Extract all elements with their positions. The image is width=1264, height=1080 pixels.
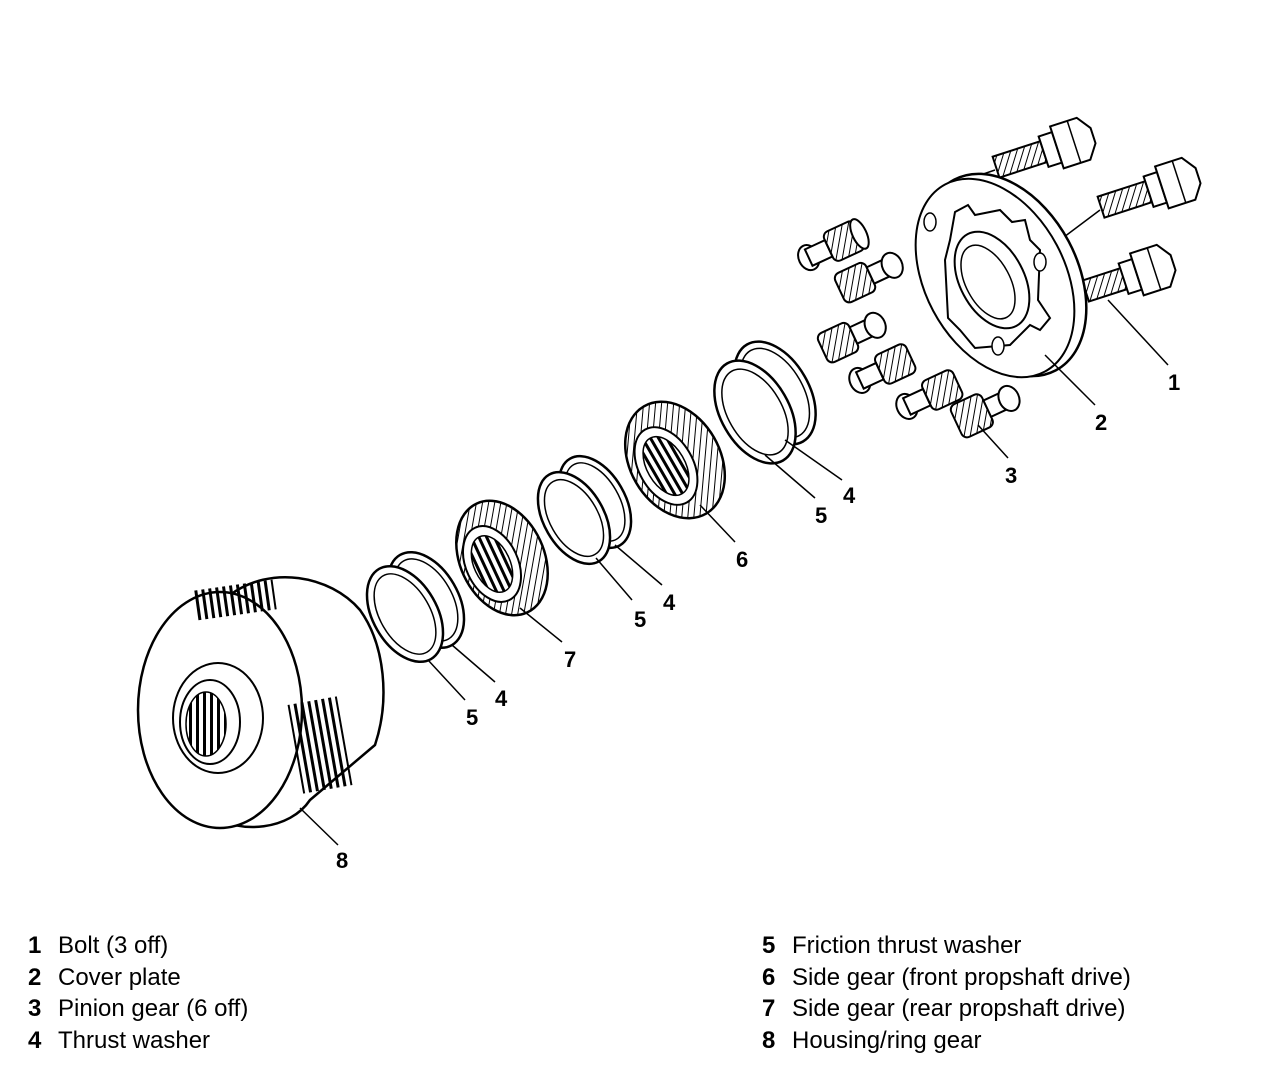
callout-6: 6 xyxy=(736,547,748,572)
legend-label: Housing/ring gear xyxy=(792,1026,982,1054)
legend-item: 6 Side gear (front propshaft drive) xyxy=(762,962,1131,994)
pinion-gear-3 xyxy=(816,311,887,364)
cover-plate xyxy=(914,172,1088,379)
legend-number: 1 xyxy=(28,932,42,959)
legend-item: 3 Pinion gear (6 off) xyxy=(28,993,248,1025)
legend-item: 1 Bolt (3 off) xyxy=(28,930,248,962)
leader-lines xyxy=(299,299,1169,846)
legend-item: 5 Friction thrust washer xyxy=(762,930,1131,962)
legend-item: 4 Thrust washer xyxy=(28,1025,248,1057)
pinion-gear-1 xyxy=(797,218,870,272)
legend-label: Thrust washer xyxy=(58,1026,211,1054)
friction-washer-middle xyxy=(536,470,612,566)
legend-label: Friction thrust washer xyxy=(792,932,1022,959)
callout-3: 3 xyxy=(1005,463,1017,488)
friction-washer-left xyxy=(365,564,445,664)
callout-4-middle: 4 xyxy=(663,590,676,615)
callout-4-right: 4 xyxy=(843,483,856,508)
friction-washer-right xyxy=(713,359,797,465)
callout-4-left: 4 xyxy=(495,686,508,711)
legend-number: 2 xyxy=(28,963,42,991)
legend-right-column: 5 Friction thrust washer 6 Side gear (fron… xyxy=(762,930,1131,1056)
legend-label: Side gear (front propshaft drive) xyxy=(792,963,1131,991)
bolt-bottom xyxy=(1080,243,1177,303)
legend-number: 5 xyxy=(762,932,776,959)
bolt-top xyxy=(991,116,1097,179)
callout-2: 2 xyxy=(1095,410,1107,435)
legend-item: 7 Side gear (rear propshaft drive) xyxy=(762,993,1131,1025)
legend-item: 2 Cover plate xyxy=(28,962,248,994)
callout-7: 7 xyxy=(564,647,576,672)
side-gear-rear xyxy=(455,499,549,617)
pinion-gear-4 xyxy=(848,343,917,394)
callout-5-right: 5 xyxy=(815,503,827,528)
callout-5-left: 5 xyxy=(466,705,478,730)
legend-label: Cover plate xyxy=(58,963,181,991)
housing-ring-gear xyxy=(136,576,385,830)
legend-number: 8 xyxy=(762,1026,776,1054)
exploded-diagram: 1 2 3 4 4 4 5 5 5 6 7 8 xyxy=(136,116,1202,873)
bolt-middle xyxy=(1096,156,1202,219)
callout-8: 8 xyxy=(336,848,348,873)
legend-number: 7 xyxy=(762,995,776,1022)
callout-1: 1 xyxy=(1168,370,1180,395)
legend-label: Bolt (3 off) xyxy=(58,932,169,959)
side-gear-front xyxy=(623,400,727,520)
pinion-gear-5 xyxy=(895,369,964,420)
legend-number: 4 xyxy=(28,1026,42,1054)
legend-label: Side gear (rear propshaft drive) xyxy=(792,995,1126,1022)
legend-item: 8 Housing/ring gear xyxy=(762,1025,1131,1057)
pinion-gear-6 xyxy=(949,384,1021,439)
callout-5-middle: 5 xyxy=(634,607,646,632)
legend-number: 6 xyxy=(762,963,776,991)
pinion-gear-2 xyxy=(833,251,904,304)
legend-left-column: 1 Bolt (3 off) 2 Cover plate 3 Pinion gear … xyxy=(28,930,248,1056)
legend-label: Pinion gear (6 off) xyxy=(58,995,249,1022)
legend-number: 3 xyxy=(28,995,42,1022)
